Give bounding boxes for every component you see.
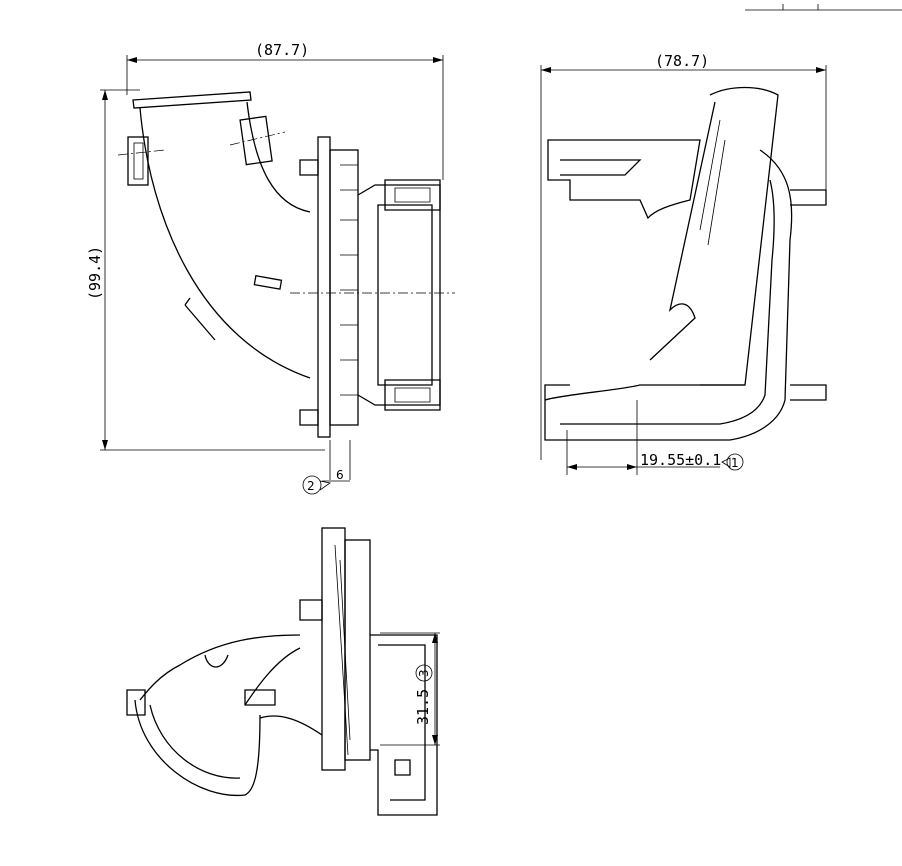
bottom-height-dimension: 31.5 3 <box>380 632 440 746</box>
offset-dimension: 19.55±0.1 1 <box>566 400 744 475</box>
note-2-dim: 6 <box>336 468 344 482</box>
side-width-dimension: (78.7) <box>540 52 827 460</box>
offset-label: 19.55±0.1 <box>640 451 721 469</box>
note-3-bubble: 3 <box>417 669 431 677</box>
pipe-clip-right <box>239 115 273 166</box>
front-width-label: (87.7) <box>255 41 309 59</box>
title-block-fragment <box>745 4 902 11</box>
front-height-label: (99.4) <box>86 246 104 300</box>
pipe-clip-left <box>127 136 149 186</box>
width-dimension: (87.7) <box>126 41 444 180</box>
note-1-bubble: 1 <box>731 456 739 470</box>
bottom-height-label: 31.5 <box>414 689 432 725</box>
side-width-label: (78.7) <box>655 52 709 70</box>
height-dimension: (99.4) <box>86 89 325 451</box>
note-2: 2 6 <box>302 440 351 495</box>
note-2-bubble: 2 <box>307 479 315 493</box>
front-view: (87.7) (99.4) 2 6 <box>86 41 455 495</box>
bottom-view: 31.5 3 <box>126 527 440 816</box>
marking-label <box>253 275 283 290</box>
side-view: (78.7) 19.55±0.1 1 <box>540 52 827 475</box>
